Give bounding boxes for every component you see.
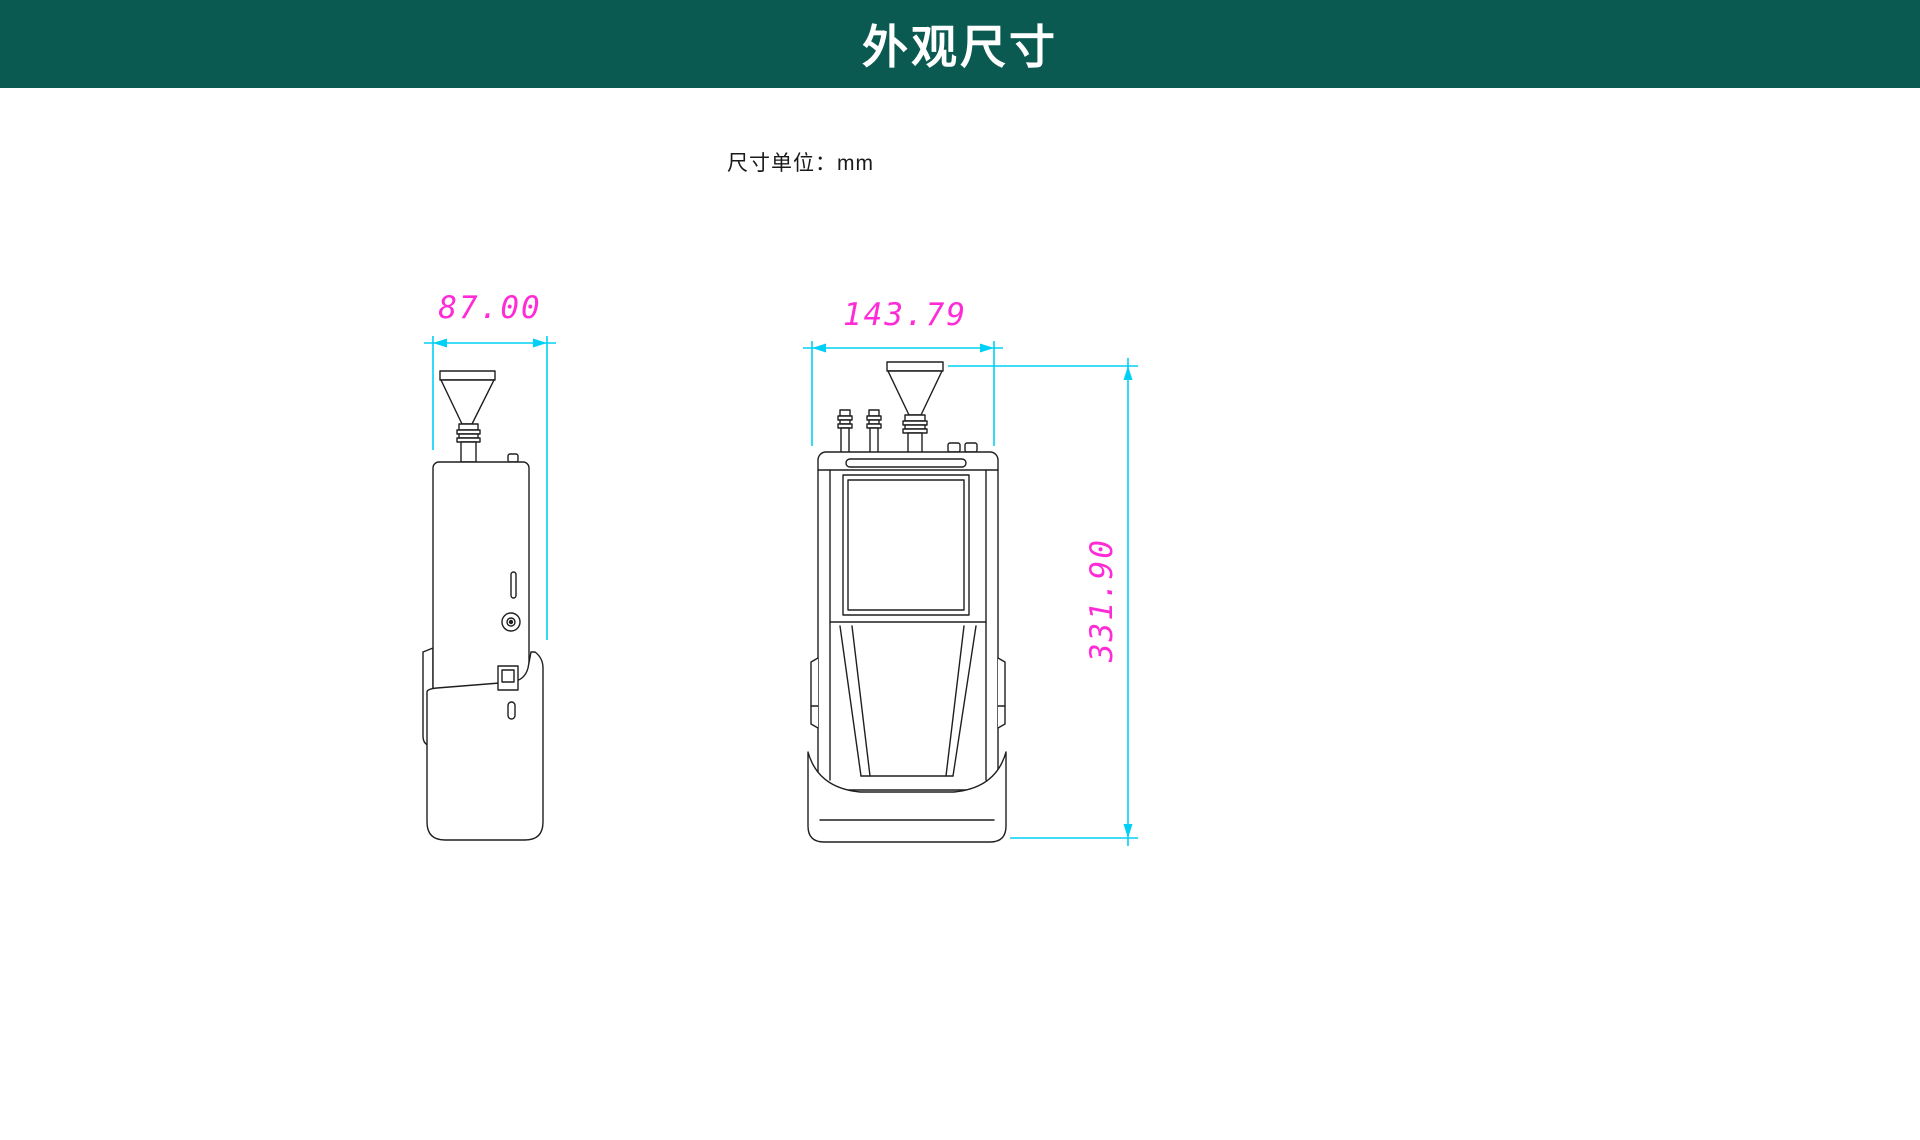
dimension-labels: 87.00 143.79 331.90	[438, 290, 1120, 663]
front-nozzles	[837, 409, 882, 455]
dimension-arrows	[433, 338, 1133, 838]
unit-note: 尺寸单位：mm	[727, 152, 874, 175]
front-cradle	[807, 751, 1007, 843]
side-ethernet-port	[497, 665, 519, 691]
side-panel-slot	[510, 571, 517, 599]
arrow-right	[980, 343, 994, 353]
front-view-height-label: 331.90	[1084, 538, 1120, 663]
front-funnel	[886, 361, 944, 455]
side-top-button	[507, 453, 519, 463]
front-view-width-label: 143.79	[843, 297, 967, 333]
front-view-drawing	[807, 361, 1007, 843]
side-usb-port	[507, 701, 516, 720]
arrow-right	[533, 338, 547, 348]
front-top-buttons	[947, 442, 978, 453]
arrow-up	[1123, 366, 1133, 380]
side-power-connector	[501, 612, 521, 632]
side-view-width-label: 87.00	[438, 290, 541, 326]
arrow-left	[812, 343, 826, 353]
arrow-down	[1123, 824, 1133, 838]
page-title: 外观尺寸	[862, 21, 1058, 73]
side-funnel	[439, 370, 496, 425]
arrow-left	[433, 338, 447, 348]
side-cradle	[426, 651, 544, 841]
front-grille	[829, 621, 987, 777]
front-screen	[842, 474, 970, 616]
side-funnel-neck	[456, 423, 481, 463]
page-header: 外观尺寸	[0, 0, 1920, 88]
side-view-drawing	[422, 370, 544, 841]
front-side-tabs	[810, 657, 1006, 729]
